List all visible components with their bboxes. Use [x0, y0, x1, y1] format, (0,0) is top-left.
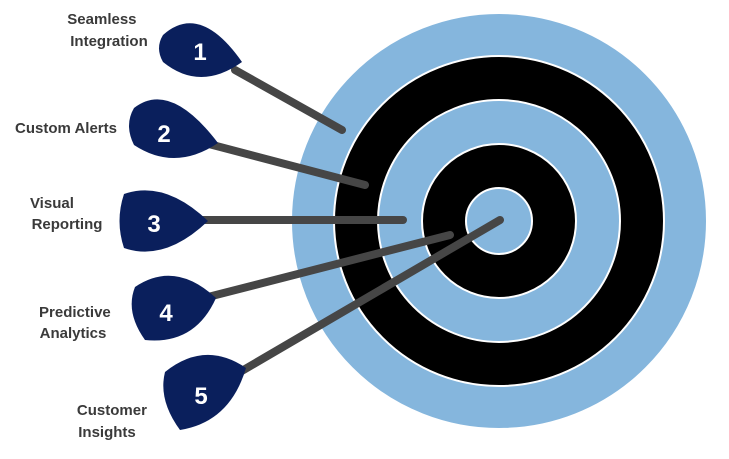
dart-3: 3 Visual Reporting — [30, 190, 407, 252]
dart-4-number: 4 — [159, 300, 173, 327]
dart-3-label: Visual Reporting — [30, 195, 102, 233]
dart-3-head — [119, 190, 208, 252]
dart-5-shaft — [236, 216, 504, 376]
dart-1-head — [159, 23, 242, 78]
dart-4-shaft — [204, 231, 454, 301]
dart-1-shaft — [231, 66, 346, 134]
dart-2-label: Custom Alerts — [15, 120, 117, 137]
dart-1: 1 Seamless Integration — [67, 11, 346, 134]
dart-5-head — [163, 354, 246, 430]
dart-2-number: 2 — [157, 121, 170, 148]
dart-1-number: 1 — [193, 39, 206, 66]
dart-1-label: Seamless Integration — [67, 11, 147, 50]
dart-4: 4 Predictive Analytics — [39, 231, 454, 342]
dart-5: 5 Customer Insights — [77, 216, 504, 441]
dart-5-label: Customer Insights — [77, 402, 151, 441]
dart-4-head — [131, 275, 216, 341]
dart-3-number: 3 — [147, 211, 160, 238]
dart-5-number: 5 — [194, 383, 207, 410]
dart-4-label: Predictive Analytics — [39, 304, 115, 342]
dart-2: 2 Custom Alerts — [15, 99, 369, 189]
dart-2-shaft — [201, 139, 369, 189]
dart-2-head — [129, 99, 218, 159]
